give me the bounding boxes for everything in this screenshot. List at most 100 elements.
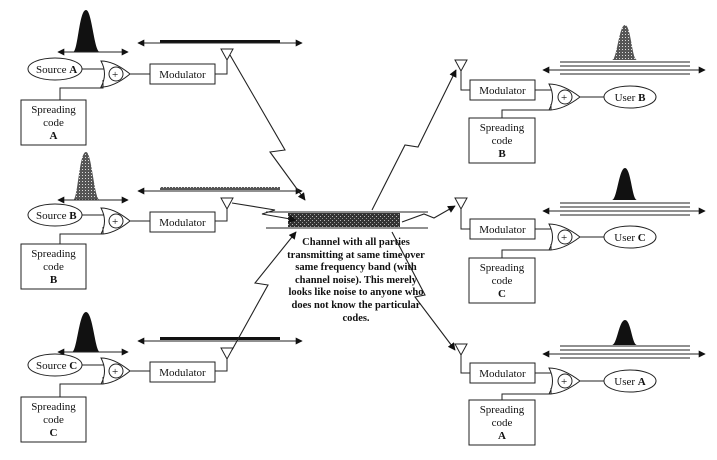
spreading-rx-a-id: A (498, 430, 506, 442)
svg-text:Source A: Source A (36, 64, 77, 76)
spreading-code-rx-c-box: Spreading code C (468, 257, 536, 304)
user-b-oval: User B (603, 85, 657, 109)
svg-text:Source C: Source C (36, 360, 77, 372)
channel (266, 211, 428, 229)
spreading-rx-b-line2: code (492, 135, 513, 147)
spectrum-rx-b (542, 25, 706, 75)
xor-gate-b: + (100, 207, 131, 235)
spreading-b-line1: Spreading (31, 248, 76, 260)
xor-c-symbol: + (112, 366, 118, 378)
antenna-rx-a-icon (454, 343, 468, 357)
spectrum-c-spread (137, 337, 303, 345)
sender-b: Source B + Spreading code B Modulator (20, 152, 303, 290)
xor-gate-rx-a: + (548, 367, 581, 395)
antenna-rx-b-icon (454, 59, 468, 73)
channel-caption: Channel with all parties transmitting at… (287, 237, 425, 324)
source-b-word: Source (36, 210, 67, 222)
modulator-a-box: Modulator (149, 63, 216, 85)
user-c-id: C (638, 232, 646, 244)
xor-b-symbol: + (112, 216, 118, 228)
modulator-c-label: Modulator (159, 367, 206, 379)
path-channel-to-user-b (371, 69, 457, 211)
antenna-c-icon (220, 347, 234, 361)
xor-rx-b-symbol: + (561, 92, 567, 104)
spectrum-c-narrow (57, 312, 129, 356)
user-a-word: User (614, 376, 635, 388)
xor-gate-rx-c: + (548, 223, 581, 251)
spreading-c-line1: Spreading (31, 401, 76, 413)
antenna-a-icon (220, 48, 234, 62)
modulator-b-box: Modulator (149, 211, 216, 233)
source-a-word: Source (36, 64, 67, 76)
spreading-code-rx-a-box: Spreading code A (468, 399, 536, 446)
svg-text:User B: User B (615, 92, 647, 104)
demodulator-a-box: Modulator (469, 362, 536, 384)
receiver-a: Modulator + User A Spreading code A (454, 320, 706, 446)
user-c-word: User (614, 232, 635, 244)
receiver-b: Modulator + User B Spreading code B (454, 25, 706, 164)
source-a-id: A (69, 64, 77, 76)
source-b-oval: Source B (27, 203, 83, 227)
antenna-b-icon (220, 197, 234, 211)
spreading-b-line2: code (43, 261, 64, 273)
spectrum-rx-c (542, 168, 706, 216)
svg-text:Source B: Source B (36, 210, 77, 222)
modulator-rx-c-label: Modulator (479, 224, 526, 236)
spreading-rx-a-line1: Spreading (480, 404, 525, 416)
path-channel-to-user-c (401, 205, 456, 223)
spreading-code-c-box: Spreading code C (20, 396, 87, 443)
modulator-b-label: Modulator (159, 217, 206, 229)
user-c-oval: User C (603, 225, 657, 249)
path-channel-to-user-a (391, 231, 456, 351)
xor-rx-c-symbol: + (561, 232, 567, 244)
spectrum-rx-a (542, 320, 706, 359)
xor-gate-c: + (100, 357, 131, 385)
xor-rx-a-symbol: + (561, 376, 567, 388)
demodulator-b-box: Modulator (469, 79, 536, 101)
source-c-id: C (69, 360, 77, 372)
demodulator-c-box: Modulator (469, 218, 536, 240)
antenna-rx-c-icon (454, 197, 468, 211)
spectrum-a-spread (137, 39, 303, 47)
source-a-oval: Source A (27, 57, 83, 81)
xor-gate-a: + (100, 60, 131, 88)
receiver-c: Modulator + User C Spreading code C (454, 168, 706, 304)
xor-a-symbol: + (112, 69, 118, 81)
spreading-rx-b-id: B (498, 148, 506, 160)
spreading-c-line2: code (43, 414, 64, 426)
modulator-a-label: Modulator (159, 69, 206, 81)
sender-c: Source C + Spreading code C Modulator (20, 312, 303, 443)
spreading-rx-b-line1: Spreading (480, 122, 525, 134)
svg-text:User C: User C (614, 232, 646, 244)
user-b-id: B (638, 92, 646, 104)
modulator-c-box: Modulator (149, 361, 216, 383)
spectrum-b-narrow (57, 152, 129, 204)
spreading-code-b-box: Spreading code B (20, 243, 87, 290)
spreading-rx-a-line2: code (492, 417, 513, 429)
svg-text:User A: User A (614, 376, 646, 388)
spreading-c-id: C (50, 427, 58, 439)
path-b-to-channel (231, 202, 297, 223)
spreading-b-id: B (50, 274, 58, 286)
spreading-rx-c-line1: Spreading (480, 262, 525, 274)
spectrum-a-narrow (57, 10, 129, 56)
user-a-id: A (638, 376, 646, 388)
source-c-word: Source (36, 360, 67, 372)
spreading-rx-c-line2: code (492, 275, 513, 287)
spectrum-b-spread (137, 187, 303, 195)
path-a-to-channel (229, 54, 306, 201)
user-a-oval: User A (603, 369, 657, 393)
spreading-code-rx-b-box: Spreading code B (468, 117, 536, 164)
transmission-paths (229, 54, 457, 351)
path-c-to-channel (231, 231, 297, 351)
spreading-a-line1: Spreading (31, 104, 76, 116)
spreading-a-id: A (50, 130, 58, 142)
modulator-rx-b-label: Modulator (479, 85, 526, 97)
spreading-code-a-box: Spreading code A (20, 99, 87, 146)
xor-gate-rx-b: + (548, 83, 581, 111)
spreading-rx-c-id: C (498, 288, 506, 300)
modulator-rx-a-label: Modulator (479, 368, 526, 380)
source-c-oval: Source C (27, 353, 83, 377)
